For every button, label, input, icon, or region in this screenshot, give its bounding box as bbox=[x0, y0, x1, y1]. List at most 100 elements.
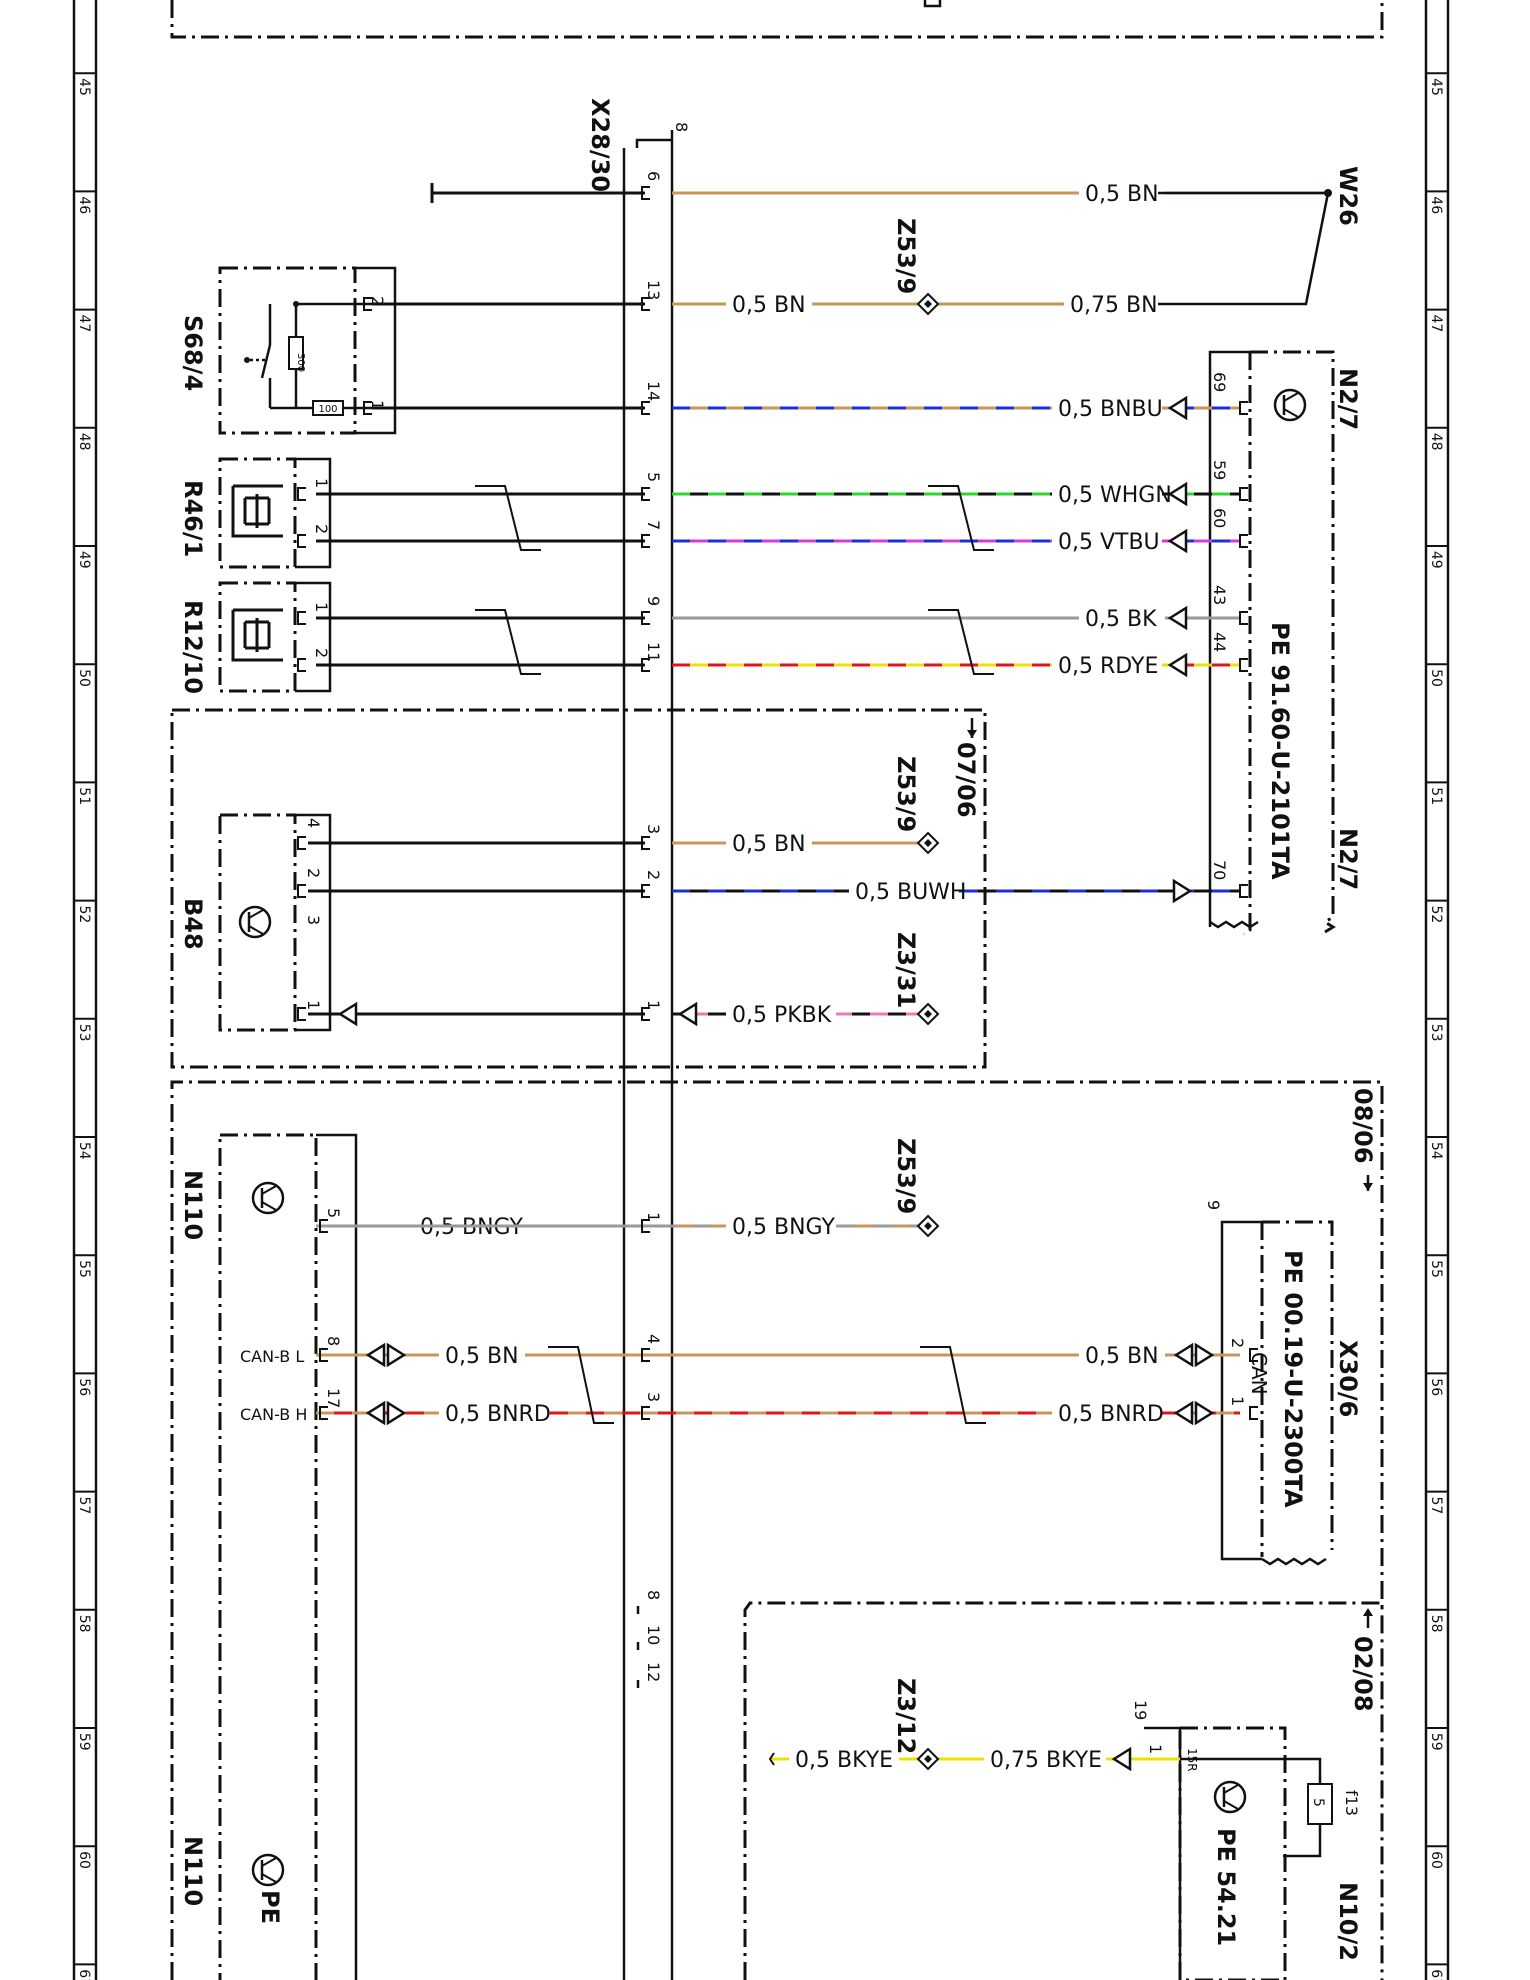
svg-text:2: 2 bbox=[644, 870, 663, 880]
svg-text:5: 5 bbox=[324, 1208, 343, 1218]
svg-text:17: 17 bbox=[324, 1388, 343, 1408]
x30-6-label: X30/6 bbox=[1334, 1340, 1362, 1417]
arrow-icon bbox=[386, 1400, 407, 1426]
ruler-number: 47 bbox=[76, 315, 92, 333]
svg-text:12: 12 bbox=[644, 1662, 663, 1682]
ruler-number: 57 bbox=[1428, 1497, 1444, 1515]
arrow-icon bbox=[1167, 481, 1188, 507]
splice-icon bbox=[917, 1215, 939, 1237]
ruler-number: 52 bbox=[76, 906, 92, 924]
svg-text:9: 9 bbox=[644, 596, 663, 606]
svg-text:1: 1 bbox=[312, 478, 331, 488]
arrow-icon bbox=[1167, 652, 1188, 678]
n2-7-label-lower: N2/7 bbox=[1334, 828, 1362, 890]
ref-07-06: 07/06 bbox=[952, 742, 980, 818]
wire-label: 0,75 BN bbox=[1070, 293, 1158, 318]
svg-text:44: 44 bbox=[1210, 632, 1229, 652]
splice-icon bbox=[917, 1003, 939, 1025]
n110-label-lower: N110 bbox=[179, 1836, 207, 1906]
pe-n2-7: PE 91.60-U-2101TA bbox=[1266, 622, 1294, 880]
wire-label: 0,5 BNRD bbox=[445, 1402, 551, 1427]
component-n10-2: N10/2 f13 PE 54.21 5 19 1 15R 02/08 bbox=[743, 1601, 1384, 1980]
svg-text:2: 2 bbox=[1228, 1338, 1247, 1348]
pe-x30-6: PE 00.19-U-2300TA bbox=[1279, 1250, 1307, 1508]
n10-2-label: N10/2 bbox=[1334, 1882, 1362, 1961]
b48-label: B48 bbox=[179, 898, 207, 950]
ruler-number: 54 bbox=[76, 1142, 92, 1160]
svg-text:4: 4 bbox=[644, 1334, 663, 1344]
svg-text:Z3/31: Z3/31 bbox=[892, 932, 920, 1008]
ruler-number: 53 bbox=[76, 1024, 92, 1042]
wire-bn-3: 0,5 BN bbox=[672, 829, 928, 857]
wire-label: 0,5 BN bbox=[1085, 182, 1159, 207]
ref-08-06: 08/06 bbox=[1349, 1088, 1377, 1164]
svg-text:2: 2 bbox=[312, 524, 331, 534]
svg-text:1: 1 bbox=[1146, 1744, 1165, 1754]
w26-label: W26 bbox=[1334, 166, 1362, 226]
ruler-number: 45 bbox=[1428, 78, 1444, 96]
wire-label: 0,5 VTBU bbox=[1058, 530, 1160, 555]
ruler-number: 55 bbox=[76, 1260, 92, 1278]
splice-z53-9-a: Z53/9 bbox=[892, 218, 939, 315]
ruler-number: 61 bbox=[76, 1969, 92, 1980]
wire-bnbu: 0,5 BNBU bbox=[672, 394, 1240, 422]
wire-label: 0,5 PKBK bbox=[732, 1003, 832, 1028]
svg-text:3: 3 bbox=[304, 915, 323, 925]
svg-text:1: 1 bbox=[644, 1212, 663, 1222]
svg-text:1: 1 bbox=[368, 400, 387, 410]
ruler-number: 48 bbox=[76, 433, 92, 451]
control-unit-icon bbox=[1273, 388, 1307, 422]
ground-w26: W26 bbox=[1158, 166, 1362, 306]
wire-label: 0,5 BNBU bbox=[1058, 397, 1163, 422]
component-s68-4: S68/4 300 100 2 1 bbox=[179, 266, 397, 435]
wire-label: 0,5 BN bbox=[1085, 1344, 1159, 1369]
svg-text:4: 4 bbox=[304, 818, 323, 828]
component-r12-10: R12/10 1 2 bbox=[179, 581, 332, 694]
svg-text:15R: 15R bbox=[1185, 1748, 1199, 1772]
pe-n10-2: PE 54.21 bbox=[1212, 1828, 1240, 1946]
svg-text:11: 11 bbox=[644, 642, 663, 662]
n2-7-label: N2/7 bbox=[1334, 368, 1362, 430]
ruler-number: 45 bbox=[76, 78, 92, 96]
svg-text:14: 14 bbox=[644, 381, 663, 401]
heater-icon bbox=[231, 484, 285, 538]
ruler-number: 54 bbox=[1428, 1142, 1444, 1160]
ruler-number: 58 bbox=[76, 1615, 92, 1633]
arrow-icon bbox=[1167, 395, 1188, 421]
svg-text:2: 2 bbox=[312, 648, 331, 658]
n110-label: N110 bbox=[179, 1170, 207, 1240]
arrow-icon bbox=[677, 1001, 698, 1027]
arrow-icon bbox=[337, 1001, 358, 1027]
arrow-icon bbox=[386, 1342, 407, 1368]
ruler-number: 56 bbox=[76, 1378, 92, 1396]
wire-label: 0,5 WHGN bbox=[1058, 483, 1172, 508]
ruler-number: 53 bbox=[1428, 1024, 1444, 1042]
svg-text:1: 1 bbox=[304, 1000, 323, 1010]
ruler-number: 59 bbox=[76, 1733, 92, 1751]
r46-1-label: R46/1 bbox=[179, 480, 207, 557]
ruler-number: 60 bbox=[1428, 1851, 1444, 1869]
component-x30-6: X30/6 PE 00.19-U-2300TA CAN 9 2 1 bbox=[1204, 1200, 1362, 1566]
arrow-icon bbox=[1172, 878, 1193, 904]
wire-label: 0,5 BN bbox=[732, 293, 806, 318]
splice-z53-9-c: Z53/9 bbox=[892, 1138, 939, 1237]
arrow-icon bbox=[1167, 605, 1188, 631]
arrow-icon bbox=[1111, 1746, 1132, 1772]
wire-rdye: 0,5 RDYE bbox=[672, 651, 1240, 679]
ruler-number: 51 bbox=[76, 787, 92, 805]
wire-bn-1: 0,5 BN bbox=[672, 179, 1330, 207]
component-r46-1: R46/1 1 2 bbox=[179, 457, 332, 569]
ruler-number: 55 bbox=[1428, 1260, 1444, 1278]
svg-text:70: 70 bbox=[1210, 860, 1229, 880]
splice-icon bbox=[917, 293, 939, 315]
svg-text:19: 19 bbox=[1131, 1700, 1150, 1720]
ruler-number: 51 bbox=[1428, 787, 1444, 805]
connector-pin-labels: 6 13 14 5 7 9 11 3 2 1 1 4 3 8 10 12 bbox=[636, 171, 663, 1688]
arrow-icon bbox=[365, 1342, 386, 1368]
wire-label: 0,75 BKYE bbox=[990, 1748, 1102, 1773]
svg-text:1: 1 bbox=[312, 602, 331, 612]
svg-text:1: 1 bbox=[1228, 1396, 1247, 1406]
wire-pkbk: 0,5 PKBK bbox=[672, 1000, 928, 1028]
